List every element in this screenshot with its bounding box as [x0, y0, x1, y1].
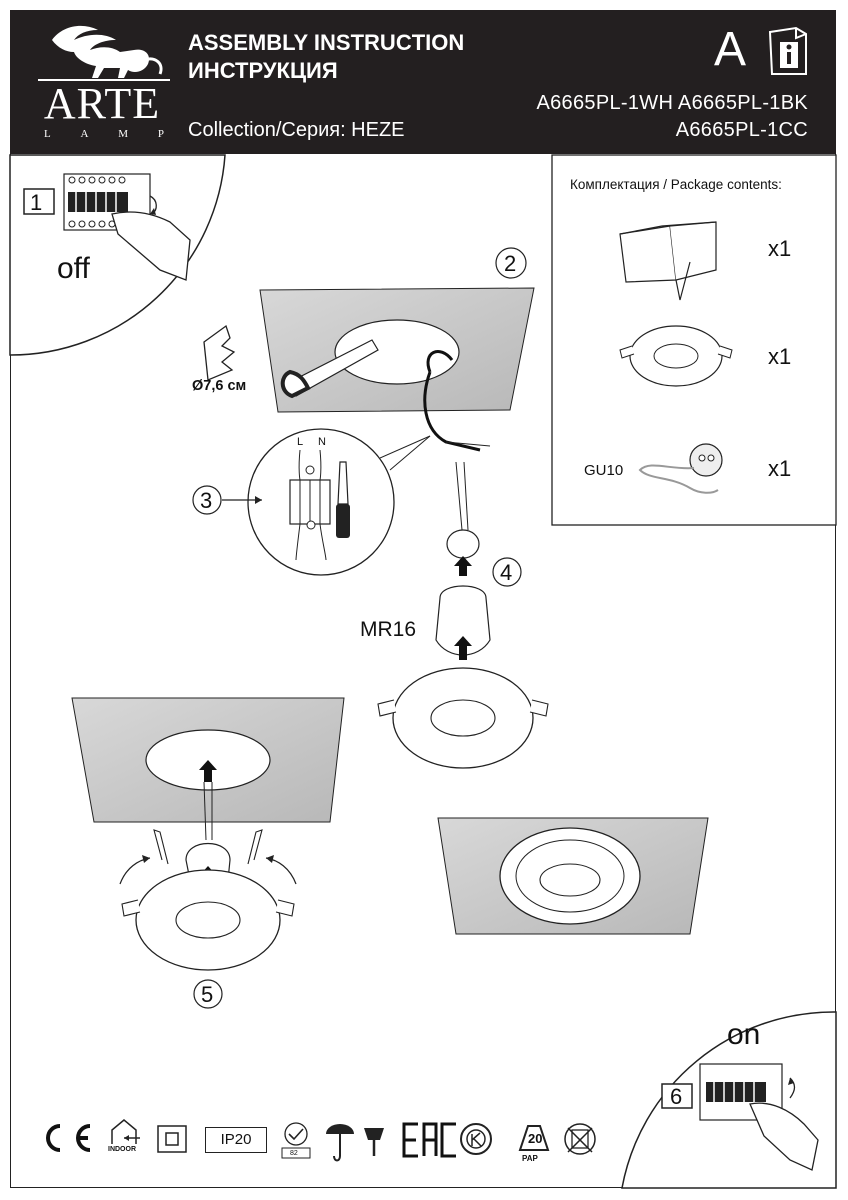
step3-number: 3 — [200, 488, 213, 513]
package-contents-panel — [551, 154, 837, 526]
class-letter: A — [714, 23, 747, 76]
model-codes-line1: A6665PL-1WH A6665PL-1BK — [536, 92, 808, 114]
recycle-code-number: 20 — [528, 1131, 543, 1146]
recycle-code-label: PAP — [522, 1154, 538, 1163]
gu10-label: GU10 — [584, 462, 624, 479]
no-trash-icon — [564, 1123, 596, 1155]
finished-installation-group — [437, 817, 709, 935]
hand-icon — [111, 211, 191, 281]
package-contents-title: Комплектация / Package contents: — [570, 177, 782, 192]
step2-number: 2 — [504, 251, 517, 276]
step5-number: 5 — [201, 982, 214, 1007]
gu10-socket-icon — [638, 443, 723, 494]
step5-fixture-install-group — [71, 697, 345, 1009]
wire-neutral-label: N — [318, 436, 326, 448]
header-bar — [10, 10, 836, 154]
lamp-type-label: MR16 — [360, 618, 417, 641]
recycle-icon — [518, 1125, 550, 1151]
energy-class-number: 82 — [290, 1150, 298, 1157]
logo-sub-l: L — [44, 128, 51, 140]
indoor-label: INDOOR — [108, 1146, 136, 1153]
hand-icon — [749, 1102, 819, 1171]
title-russian: ИНСТРУКЦИЯ — [188, 58, 338, 83]
step6-on-label: on — [727, 1018, 761, 1051]
logo-sub-a: A — [80, 128, 89, 140]
downlight-icon — [619, 325, 733, 387]
ip-protection-icon — [326, 1124, 384, 1162]
hole-diameter-label: Ø7,6 см — [192, 378, 247, 394]
title-english: ASSEMBLY INSTRUCTION — [188, 30, 465, 55]
box-icon — [619, 221, 717, 301]
ip-rating-label: IP20 — [205, 1127, 267, 1153]
kc-mark-icon — [460, 1123, 492, 1155]
step1-number: 1 — [30, 190, 43, 215]
collection-name: Collection/Серия: HEZE — [188, 119, 405, 141]
energy-label-icon — [281, 1122, 311, 1159]
step4-number: 4 — [500, 560, 513, 585]
step2-ceiling-cut-group — [203, 247, 535, 452]
step1-off-label: off — [57, 252, 90, 285]
indoor-icon — [111, 1119, 140, 1144]
eac-icon — [402, 1122, 456, 1158]
certification-row — [46, 1119, 596, 1162]
step6-power-on-group — [621, 1011, 837, 1189]
logo-sub-p: P — [157, 128, 164, 140]
logo-subtitle: L A M P — [44, 128, 164, 140]
step1-power-off-group — [9, 154, 226, 356]
step6-number: 6 — [670, 1084, 683, 1109]
logo-wordmark: ARTE — [43, 79, 161, 128]
info-booklet-icon — [768, 26, 807, 75]
step3-wiring-group — [192, 428, 431, 576]
wire-live-label: L — [297, 436, 304, 448]
logo-sub-m: M — [118, 128, 129, 140]
qty-downlight: x1 — [768, 344, 792, 369]
model-codes-line2: A6665PL-1CC — [675, 119, 808, 141]
step4-lamp-install-group — [377, 461, 549, 769]
qty-socket: x1 — [768, 456, 792, 481]
qty-box: x1 — [768, 236, 792, 261]
ce-mark-icon — [46, 1124, 91, 1152]
griffin-logo-icon — [38, 25, 170, 81]
